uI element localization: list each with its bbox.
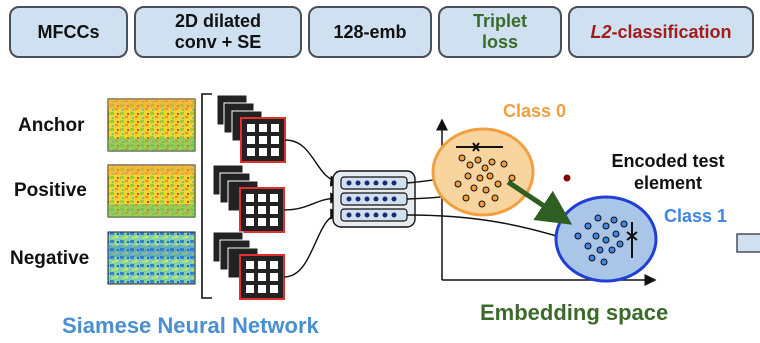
spectrogram-anchor — [107, 98, 196, 152]
encoded-test-label: Encoded test element — [611, 151, 725, 193]
embedding-block — [332, 170, 416, 228]
test-point — [563, 174, 571, 182]
step-label: MFCCs — [37, 21, 100, 42]
anchor-label: Anchor — [18, 115, 85, 136]
class1-cluster — [554, 195, 658, 283]
spectrogram-negative — [107, 231, 196, 285]
class0-cluster — [431, 127, 535, 217]
spectrogram-positive — [107, 164, 196, 218]
conv-stack-positive — [212, 164, 285, 233]
step-label: 2D dilated conv + SE — [174, 11, 262, 52]
embedding-title: Embedding space — [480, 300, 669, 325]
distance-arrow — [506, 179, 573, 225]
conv-stack-negative — [212, 231, 285, 300]
siamese-title: Siamese Neural Network — [62, 313, 319, 338]
class1-label: Class 1 — [664, 206, 728, 226]
step-mfccs: MFCCs — [9, 6, 128, 58]
step-label: Triplet loss — [472, 11, 527, 52]
flow-curves — [283, 139, 342, 278]
step-label: L2-classification — [590, 22, 731, 43]
step-conv-se: 2D dilated conv + SE — [134, 6, 302, 58]
l2-prefix: L2 — [590, 21, 612, 42]
step-embedding: 128-emb — [308, 6, 432, 58]
step-triplet-loss: Triplet loss — [438, 6, 562, 58]
step-l2-classification: L2-classification — [568, 6, 754, 58]
class0-label: Class 0 — [503, 101, 567, 121]
positive-label: Positive — [14, 180, 87, 201]
step-label: 128-emb — [333, 21, 407, 42]
partial-box — [736, 233, 760, 253]
conv-stack-anchor — [216, 94, 286, 163]
step-label-suffix: -classification — [611, 21, 732, 42]
input-bracket — [201, 93, 212, 299]
negative-label: Negative — [10, 248, 90, 269]
